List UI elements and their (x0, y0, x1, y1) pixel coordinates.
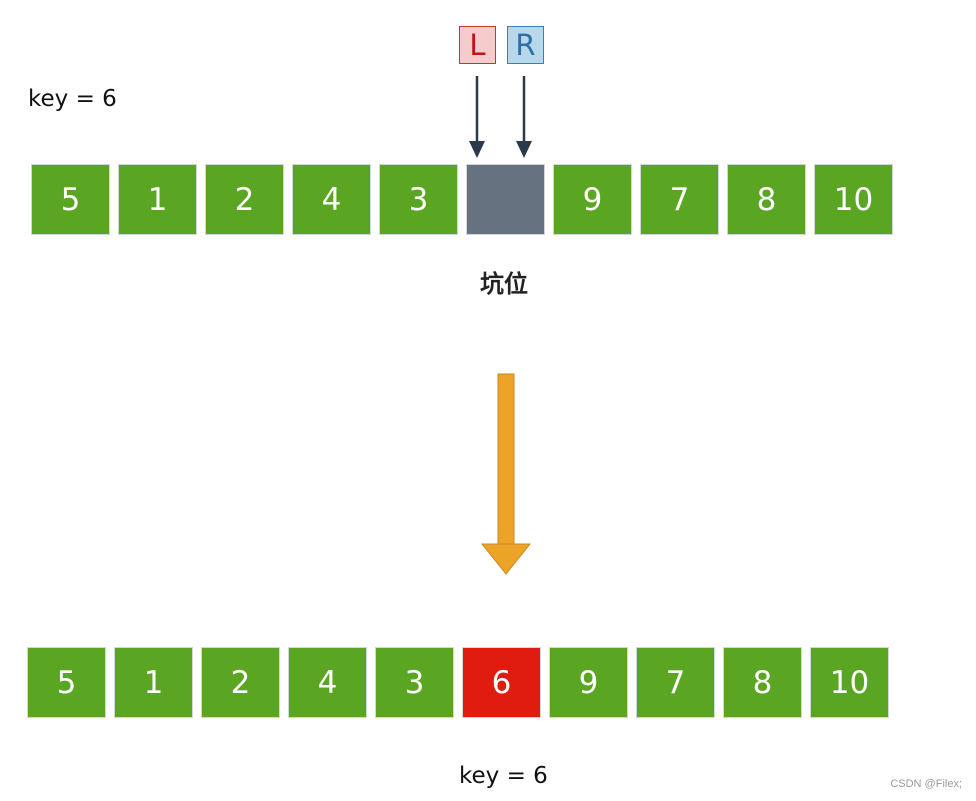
array-cell: 2 (201, 647, 280, 718)
right-pointer-label: R (507, 26, 544, 64)
array-cell: 1 (114, 647, 193, 718)
array-cell: 5 (27, 647, 106, 718)
array-row-after: 5 1 2 4 3 6 9 7 8 10 (27, 647, 889, 718)
array-cell: 3 (375, 647, 454, 718)
array-cell: 7 (640, 164, 719, 235)
right-pointer-arrow (516, 76, 532, 158)
array-cell: 1 (118, 164, 197, 235)
array-cell: 3 (379, 164, 458, 235)
array-cell: 7 (636, 647, 715, 718)
key-label-top: key = 6 (28, 86, 117, 112)
array-cell: 9 (549, 647, 628, 718)
transition-down-arrow (480, 373, 532, 575)
array-cell: 8 (723, 647, 802, 718)
array-cell: 10 (810, 647, 889, 718)
key-label-bottom: key = 6 (459, 763, 548, 789)
array-cell: 9 (553, 164, 632, 235)
array-cell: 8 (727, 164, 806, 235)
left-pointer-arrow (469, 76, 485, 158)
array-cell: 4 (288, 647, 367, 718)
array-cell: 5 (31, 164, 110, 235)
array-row-before: 5 1 2 4 3 9 7 8 10 (31, 164, 893, 235)
watermark: CSDN @Filex; (890, 778, 962, 790)
array-cell: 4 (292, 164, 371, 235)
pit-cell (466, 164, 545, 235)
key-cell: 6 (462, 647, 541, 718)
pit-label: 坑位 (480, 270, 528, 298)
left-pointer-label: L (459, 26, 496, 64)
array-cell: 10 (814, 164, 893, 235)
array-cell: 2 (205, 164, 284, 235)
